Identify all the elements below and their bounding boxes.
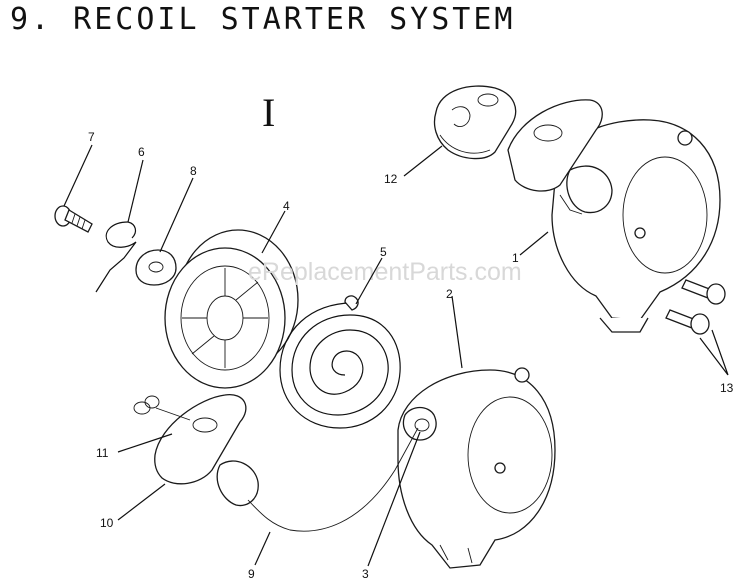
callout-8: 8 [190,164,197,178]
callout-4: 4 [283,199,290,213]
part-nut [135,249,177,286]
group-label: I [262,90,275,135]
part-recoil-spring [279,295,401,429]
callout-labels: 1 2 3 4 5 6 7 8 9 10 11 12 13 [88,130,734,581]
callout-3: 3 [362,567,369,581]
callout-5: 5 [380,245,387,259]
callout-7: 7 [88,130,95,144]
part-bolt [54,205,93,233]
part-rope-knot [133,395,191,421]
part-ratchet [433,85,517,160]
callout-10: 10 [100,516,114,530]
callout-1: 1 [512,251,519,265]
callout-13: 13 [720,381,734,395]
callout-12: 12 [384,172,398,186]
callout-11: 11 [96,446,109,460]
callout-9: 9 [248,567,255,581]
page-title: 9. RECOIL STARTER SYSTEM [10,2,516,37]
part-spring-clip [95,221,137,293]
callout-2: 2 [446,287,453,301]
part-bolts-pair [665,279,726,335]
part-starter-handle [154,394,419,532]
part-starter-case [397,367,556,569]
leader-lines [63,144,729,567]
part-recoil-starter-assembly [507,99,721,333]
watermark: eReplacementParts.com [248,258,522,286]
part-pulley [164,229,299,389]
callout-6: 6 [138,145,145,159]
